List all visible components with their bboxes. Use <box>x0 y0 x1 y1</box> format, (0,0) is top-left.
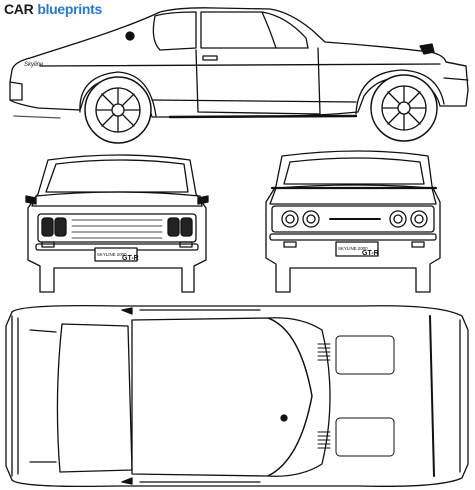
front-plate-gt: GT-R <box>122 255 139 262</box>
side-stripe-lower <box>151 99 357 103</box>
front-mirror-left <box>25 195 37 205</box>
side-badge: Skyline <box>24 62 44 68</box>
front-body-outline <box>27 154 207 293</box>
side-rear-quarter <box>261 11 277 49</box>
front-wheel <box>84 76 152 144</box>
door-handle <box>202 55 218 61</box>
side-view: Skyline <box>9 7 469 144</box>
top-view <box>5 304 469 488</box>
grille-mesh <box>71 219 163 239</box>
rear-view: SKYLINE 2000 GT-R <box>265 150 441 293</box>
top-rear-window <box>267 317 331 477</box>
top-antenna <box>280 414 288 422</box>
top-body-outline <box>5 304 469 488</box>
side-window-rear <box>200 11 309 49</box>
top-hood-line <box>29 329 57 463</box>
front-plate <box>94 247 138 262</box>
front-hood <box>31 191 203 207</box>
top-roof <box>131 317 313 477</box>
front-grille <box>37 213 197 243</box>
rear-body-outline <box>265 150 441 293</box>
side-skirt <box>168 114 358 119</box>
top-rear-spoiler <box>429 315 435 477</box>
side-window-front <box>152 11 197 51</box>
side-stripe <box>39 63 441 67</box>
side-door <box>195 47 321 115</box>
front-headlights <box>41 217 193 237</box>
side-front-bumper <box>9 81 23 101</box>
brand-logo: CAR blueprints <box>4 0 102 18</box>
front-fender-flare <box>79 71 157 117</box>
rear-reflector-right <box>411 241 425 248</box>
front-mirror-right <box>197 195 209 205</box>
rear-bumper <box>269 233 437 241</box>
rear-fender-flare <box>355 69 445 115</box>
rear-reflector-left <box>283 241 297 248</box>
side-rear-light <box>443 61 469 81</box>
brand-logo-car: CAR <box>4 1 34 17</box>
fuel-cap <box>125 31 135 41</box>
rear-tail-lights <box>281 210 428 228</box>
spoiler <box>419 43 435 55</box>
rear-plate <box>335 241 379 257</box>
ground-shadow-left <box>13 115 61 119</box>
front-indicator-left <box>41 241 55 248</box>
front-plate-text: SKYLINE 2000 <box>97 252 127 257</box>
top-windshield <box>56 323 133 473</box>
top-trunk-vents <box>317 335 395 457</box>
front-view: SKYLINE 2000 GT-R <box>25 154 209 293</box>
rear-light-panel <box>271 205 435 233</box>
top-mirror-left <box>121 307 133 315</box>
front-windshield <box>45 159 189 193</box>
top-mirror-right <box>121 477 133 485</box>
top-front-bumper <box>11 315 19 477</box>
rear-plate-text: SKYLINE 2000 <box>338 246 368 251</box>
top-door-line <box>139 309 261 483</box>
brand-logo-blueprints: blueprints <box>37 1 102 17</box>
rear-plate-gt: GT-R <box>362 250 379 257</box>
rear-window <box>283 157 425 185</box>
rear-wheel <box>370 74 438 142</box>
front-indicator-right <box>179 241 193 248</box>
